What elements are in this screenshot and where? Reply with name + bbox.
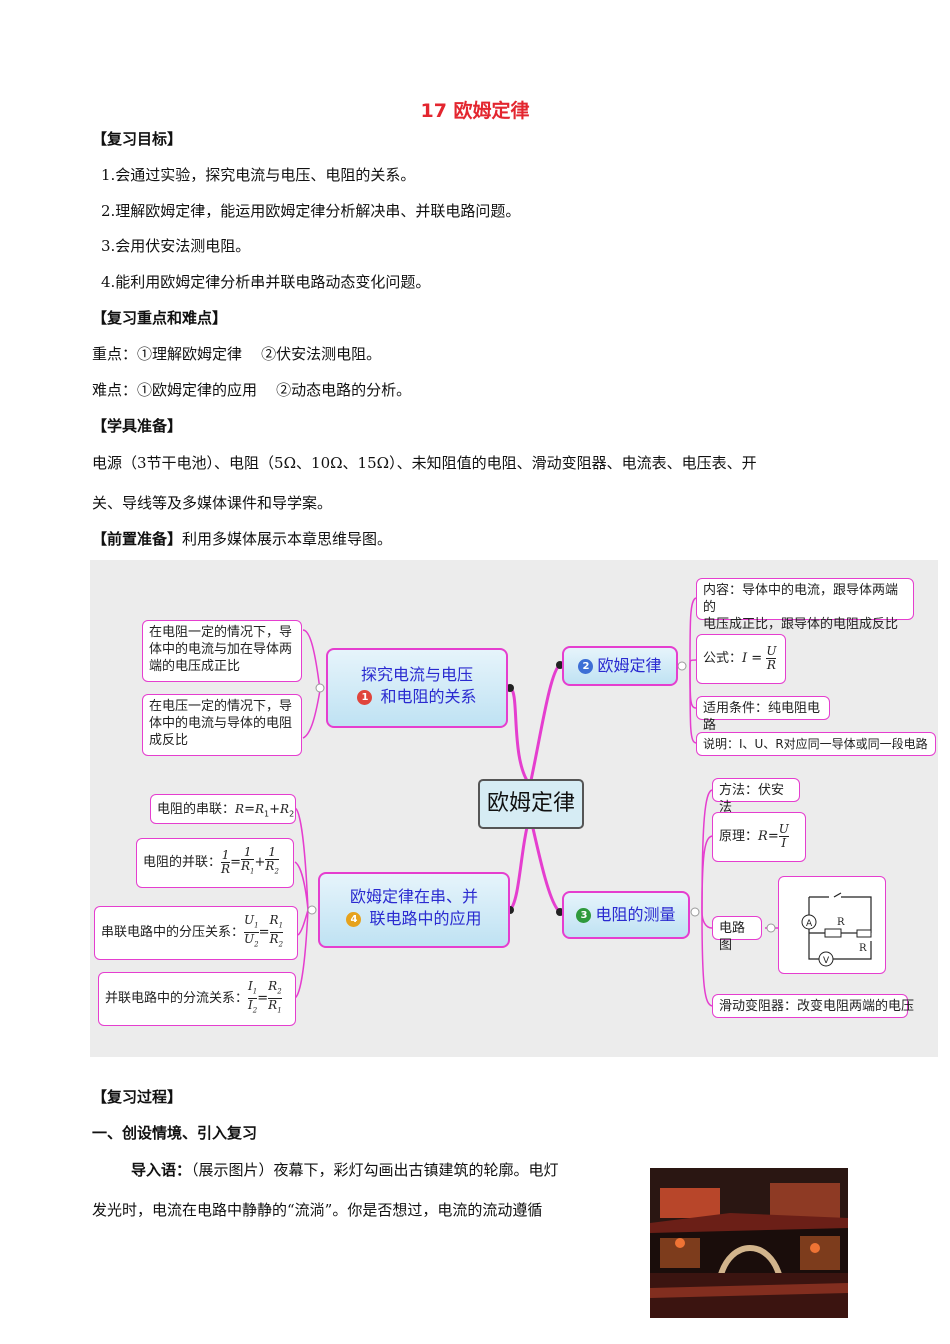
goal-item: 1.会通过实验，探究电流与电压、电阻的关系。 (101, 166, 416, 184)
box-line: 端的电压成正比 (149, 659, 241, 674)
process-heading: 【复习过程】 (92, 1088, 183, 1106)
box-line: 在电压一定的情况下，导 (149, 699, 293, 714)
box-series-resistance: 电阻的串联：R=R1+R2 (150, 794, 296, 824)
svg-text:R: R (859, 943, 867, 954)
intro-paragraph: 导入语：（展示图片）夜幕下，彩灯勾画出古镇建筑的轮廓。电灯 (131, 1159, 559, 1180)
box-rheostat: 滑动变阻器：改变电阻两端的电压 (712, 994, 914, 1018)
circuit-diagram: A V R R (778, 876, 886, 974)
box-label: 电阻的串联： (157, 802, 236, 817)
svg-text:V: V (823, 956, 830, 966)
box-voltage-proportional: 在电阻一定的情况下，导 体中的电流与加在导体两 端的电压成正比 (142, 620, 302, 682)
intro-text: （展示图片）夜幕下，彩灯勾画出古镇建筑的轮廓。电灯 (191, 1161, 559, 1179)
night-town-photo (650, 1168, 848, 1318)
box-note: 说明：I、U、R对应同一导体或同一段电路 (696, 732, 936, 756)
goal-item: 2.理解欧姆定律，能运用欧姆定律分析解决串、并联电路问题。 (101, 202, 521, 220)
night-town-image (650, 1168, 848, 1318)
pre-heading: 【前置准备】 (92, 530, 183, 548)
node-application-line1: 欧姆定律在串、并 (349, 887, 478, 906)
svg-text:R: R (837, 917, 845, 928)
goal-item: 4.能利用欧姆定律分析串并联电路动态变化问题。 (101, 273, 431, 291)
box-label: 电阻的并联： (143, 855, 222, 870)
node-measurement-label: 电阻的测量 (595, 905, 676, 924)
box-condition: 适用条件：纯电阻电路 (696, 696, 830, 733)
box-line: 体中的电流与导体的电阻 (149, 716, 293, 731)
intro-label: 导入语： (131, 1161, 192, 1179)
box-line: 成反比 (149, 733, 189, 748)
node-explore-line2: 和电阻的关系 (380, 687, 477, 706)
page-title: 17 欧姆定律 (420, 100, 530, 122)
node-application-line2: 联电路中的应用 (369, 909, 482, 928)
node-number: 1 (357, 690, 373, 705)
tools-text: 电源（3节干电池）、电阻（5Ω、10Ω、15Ω）、未知阻值的电阻、滑动变阻器、电… (92, 454, 757, 472)
tools-text-cont: 关、导线等及多媒体课件和导学案。 (92, 494, 333, 512)
node-number: 3 (576, 908, 592, 923)
goals-heading: 【复习目标】 (92, 130, 183, 148)
box-law-content: 内容：导体中的电流，跟导体两端的 电压成正比，跟导体的电阻成反比 (696, 578, 914, 632)
box-line: 内容：导体中的电流，跟导体两端的 (703, 583, 899, 615)
intro-text-cont: 发光时，电流在电路中静静的“流淌”。你是否想过，电流的流动遵循 (92, 1201, 543, 1219)
node-explore-line1: 探究电流与电压 (360, 665, 473, 684)
key-points: 重点：①理解欧姆定律 ②伏安法测电阻。 (92, 345, 382, 363)
box-resistance-inverse: 在电压一定的情况下，导 体中的电流与导体的电阻 成反比 (142, 694, 302, 756)
box-line: 体中的电流与加在导体两 (149, 642, 293, 657)
node-number: 2 (578, 659, 594, 674)
node-application: 欧姆定律在串、并 4 联电路中的应用 (318, 872, 510, 948)
box-label: 串联电路中的分压关系： (101, 925, 245, 940)
node-explore: 探究电流与电压 1 和电阻的关系 (326, 648, 508, 728)
key-heading: 【复习重点和难点】 (92, 309, 228, 327)
formula-label: 公式： (703, 651, 743, 666)
mind-map-center: 欧姆定律 (478, 779, 584, 829)
hard-points: 难点：①欧姆定律的应用 ②动态电路的分析。 (92, 381, 412, 399)
node-number: 4 (346, 912, 362, 927)
pre-text: 利用多媒体展示本章思维导图。 (182, 530, 393, 548)
box-line: 电压成正比，跟导体的电阻成反比 (703, 617, 899, 632)
svg-text:A: A (806, 919, 813, 929)
box-method: 方法：伏安法 (712, 778, 800, 815)
part1-heading: 一、创设情境、引入复习 (92, 1124, 258, 1142)
goal-item: 3.会用伏安法测电阻。 (101, 237, 251, 255)
pre-prep: 【前置准备】利用多媒体展示本章思维导图。 (92, 528, 392, 549)
box-label: 原理： (719, 829, 759, 844)
tools-heading: 【学具准备】 (92, 417, 183, 435)
box-circuit-label: 电路图 (712, 916, 762, 953)
box-label: 并联电路中的分流关系： (105, 991, 249, 1006)
box-line: 在电阻一定的情况下，导 (149, 625, 293, 640)
circuit-diagram-drawing: A V R R (793, 882, 873, 972)
node-ohms-law-label: 欧姆定律 (597, 656, 662, 675)
